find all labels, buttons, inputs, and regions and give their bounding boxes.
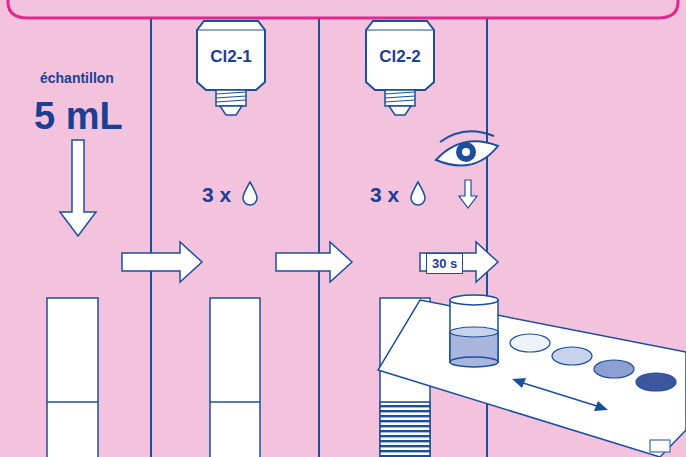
reagent-bottle: Cl2-2 bbox=[365, 20, 435, 116]
bottle-outline bbox=[196, 20, 266, 116]
drop-count: 3 x bbox=[202, 183, 231, 207]
reagent-name: Cl2-1 bbox=[196, 47, 266, 67]
drop-count: 3 x bbox=[370, 183, 399, 207]
sample-label: échantillon bbox=[40, 70, 114, 86]
volume-label: 5 mL bbox=[34, 95, 123, 138]
time-label: 30 s bbox=[426, 253, 463, 274]
bottle-outline bbox=[365, 20, 435, 116]
reagent-bottle: Cl2-1 bbox=[196, 20, 266, 116]
reagent-name: Cl2-2 bbox=[365, 47, 435, 67]
